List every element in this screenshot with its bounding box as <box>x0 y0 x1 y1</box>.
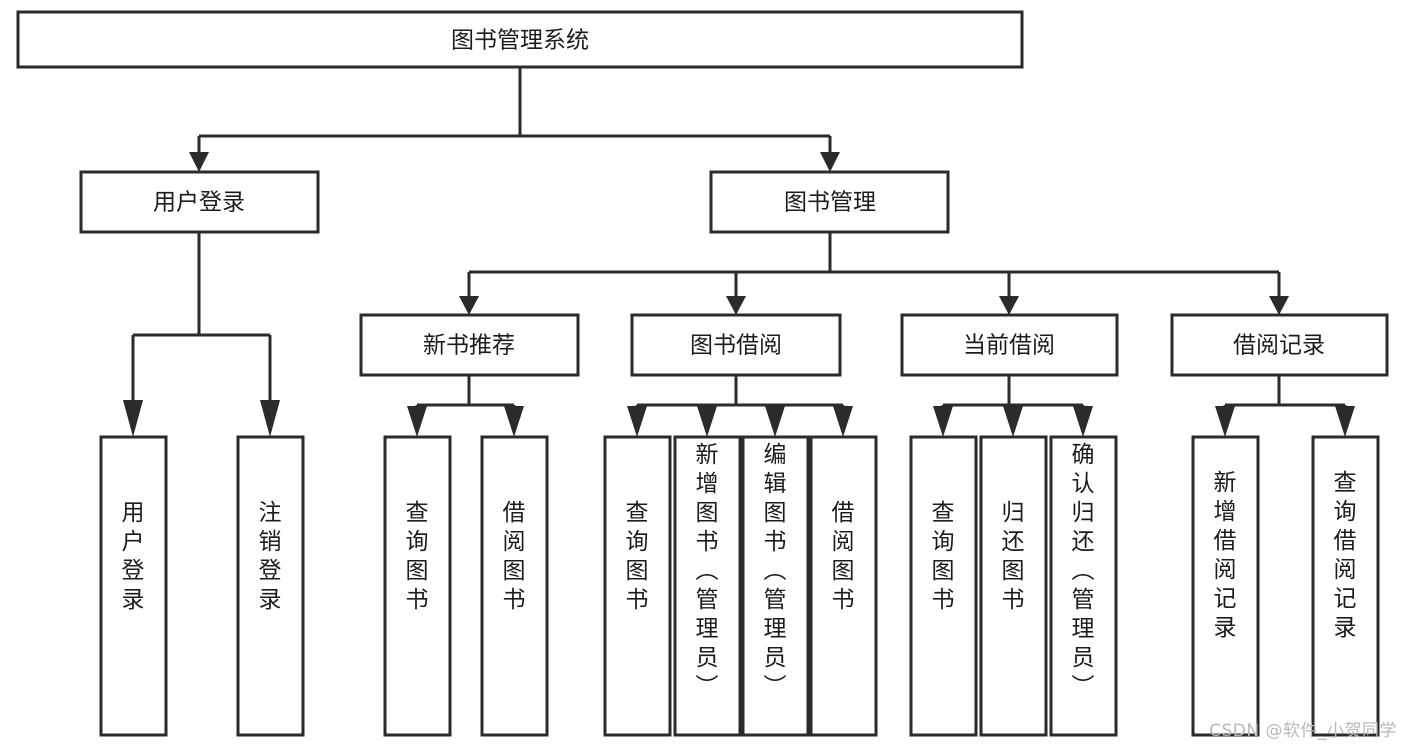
node-label-leaf-newbook-query: 查询图书 <box>406 500 429 613</box>
node-box-book-borrow[interactable] <box>630 313 842 377</box>
node-label-new-book-recommend: 新书推荐 <box>423 333 515 359</box>
node-root-system[interactable]: 图书管理系统 <box>16 10 1024 69</box>
node-box-leaf-borrow-do[interactable] <box>809 435 878 737</box>
arrowhead-book-mgmt <box>820 152 840 172</box>
node-box-leaf-records-add[interactable] <box>1191 435 1260 737</box>
arrowhead-leaf-logout <box>260 400 280 437</box>
arrowhead-borrow-l4 <box>833 406 853 437</box>
node-box-leaf-borrow-edit[interactable] <box>741 435 810 737</box>
node-label-leaf-borrow-add: 新增图书︵管理员︶ <box>696 442 719 700</box>
node-box-user-login[interactable] <box>79 170 320 234</box>
arrowhead-leaf-user-login <box>123 400 143 437</box>
node-box-leaf-current-confirm[interactable] <box>1049 435 1118 737</box>
node-label-leaf-current-query: 查询图书 <box>932 500 955 613</box>
node-box-leaf-user-login[interactable] <box>99 435 168 737</box>
node-label-leaf-current-return: 归还图书 <box>1002 500 1025 613</box>
node-box-leaf-records-query[interactable] <box>1311 435 1380 737</box>
node-box-leaf-borrow-query[interactable] <box>603 435 672 737</box>
arrowhead-borrow-l1 <box>627 406 647 437</box>
node-box-leaf-current-query[interactable] <box>909 435 978 737</box>
node-box-root[interactable] <box>16 10 1024 69</box>
node-box-leaf-logout[interactable] <box>236 435 305 737</box>
arrowhead-user-login <box>189 152 209 172</box>
node-label-leaf-newbook-borrow: 借阅图书 <box>503 500 526 613</box>
node-book-borrow[interactable]: 图书借阅 <box>630 313 842 377</box>
node-label-leaf-logout: 注销登录 <box>259 500 282 613</box>
node-book-management[interactable]: 图书管理 <box>709 170 950 234</box>
node-box-current-borrow[interactable] <box>900 313 1119 377</box>
node-leaf-borrow-do[interactable]: 借阅图书 <box>809 435 878 737</box>
node-leaf-borrow-add[interactable]: 新增图书︵管理员︶ <box>673 435 742 737</box>
node-leaf-user-login[interactable]: 用户登录 <box>99 435 168 737</box>
node-user-login[interactable]: 用户登录 <box>79 170 320 234</box>
node-label-leaf-user-login: 用户登录 <box>122 500 145 613</box>
arrowhead-records <box>1269 296 1289 315</box>
node-label-leaf-records-query: 查询借阅记录 <box>1334 470 1357 641</box>
node-label-leaf-borrow-do: 借阅图书 <box>832 500 855 613</box>
arrowhead-current-l1 <box>933 406 953 437</box>
node-leaf-logout[interactable]: 注销登录 <box>236 435 305 737</box>
node-label-user-login: 用户登录 <box>153 190 245 216</box>
csdn-watermark: CSDN @软件_小贺同学 <box>1209 721 1397 741</box>
node-box-borrow-records[interactable] <box>1170 313 1389 377</box>
node-new-book-recommend[interactable]: 新书推荐 <box>359 313 580 377</box>
node-borrow-records[interactable]: 借阅记录 <box>1170 313 1389 377</box>
node-leaf-current-confirm[interactable]: 确认归还︵管理员︶ <box>1049 435 1118 737</box>
arrowhead-borrow-l2 <box>697 406 717 437</box>
connector-layer <box>123 67 1355 437</box>
node-leaf-records-add[interactable]: 新增借阅记录 <box>1191 435 1260 737</box>
node-label-borrow-records: 借阅记录 <box>1233 333 1325 359</box>
node-label-book-management: 图书管理 <box>784 190 876 216</box>
node-label-root: 图书管理系统 <box>451 28 589 54</box>
arrowhead-newbook-l2 <box>504 406 524 437</box>
arrowhead-borrow-l3 <box>765 406 785 437</box>
node-box-leaf-current-return[interactable] <box>979 435 1048 737</box>
node-label-current-borrow: 当前借阅 <box>963 333 1055 359</box>
node-leaf-newbook-query[interactable]: 查询图书 <box>383 435 452 737</box>
arrowhead-current-l3 <box>1073 406 1093 437</box>
node-current-borrow[interactable]: 当前借阅 <box>900 313 1119 377</box>
node-label-leaf-records-add: 新增借阅记录 <box>1214 470 1237 641</box>
node-label-leaf-borrow-query: 查询图书 <box>626 500 649 613</box>
node-label-leaf-current-confirm: 确认归还︵管理员︶ <box>1072 442 1095 700</box>
node-label-leaf-borrow-edit: 编辑图书︵管理员︶ <box>764 442 787 700</box>
node-leaf-records-query[interactable]: 查询借阅记录 <box>1311 435 1380 737</box>
arrowhead-current-l2 <box>1003 406 1023 437</box>
arrowhead-borrow <box>726 296 746 315</box>
node-box-leaf-borrow-add[interactable] <box>673 435 742 737</box>
arrowhead-current <box>999 296 1019 315</box>
node-box-new-book-recommend[interactable] <box>359 313 580 377</box>
node-box-leaf-newbook-borrow[interactable] <box>480 435 549 737</box>
node-leaf-newbook-borrow[interactable]: 借阅图书 <box>480 435 549 737</box>
node-box-book-management[interactable] <box>709 170 950 234</box>
node-leaf-borrow-edit[interactable]: 编辑图书︵管理员︶ <box>741 435 810 737</box>
arrowhead-records-l2 <box>1335 406 1355 437</box>
arrowhead-records-l1 <box>1215 406 1235 437</box>
node-leaf-current-query[interactable]: 查询图书 <box>909 435 978 737</box>
node-box-leaf-newbook-query[interactable] <box>383 435 452 737</box>
node-label-book-borrow: 图书借阅 <box>690 333 782 359</box>
arrowhead-newbook <box>459 296 479 315</box>
node-leaf-current-return[interactable]: 归还图书 <box>979 435 1048 737</box>
node-leaf-borrow-query[interactable]: 查询图书 <box>603 435 672 737</box>
arrowhead-newbook-l1 <box>407 406 427 437</box>
